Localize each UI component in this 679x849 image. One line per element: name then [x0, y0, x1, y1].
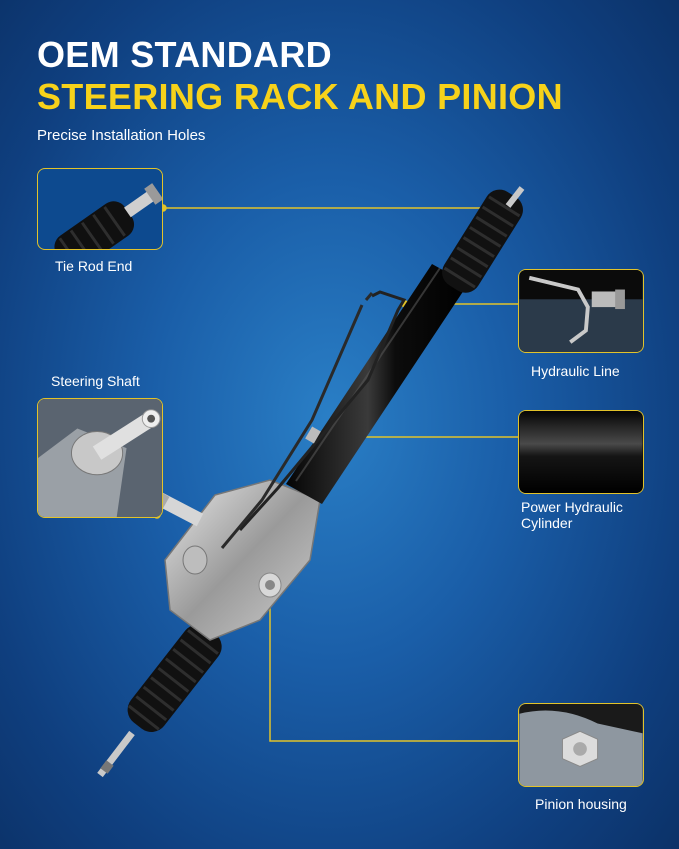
label-pinion-housing: Pinion housing [535, 796, 627, 812]
label-steering-shaft: Steering Shaft [51, 373, 140, 389]
bottom-boot [127, 624, 222, 733]
title-line-1: OEM STANDARD [37, 34, 332, 75]
pinion-housing-image [519, 704, 643, 786]
steering-shaft-inset [37, 398, 163, 518]
tie-rod-end-inset [37, 168, 163, 250]
cylinder-inset [518, 410, 644, 494]
label-cylinder: Cylinder [521, 515, 573, 531]
cylinder-image [519, 411, 643, 493]
subtitle: Precise Installation Holes [37, 127, 206, 144]
pinion-housing-inset [518, 703, 644, 787]
hydraulic-line-inset [518, 269, 644, 353]
hydraulic-line-image [519, 270, 643, 352]
label-hydraulic-line: Hydraulic Line [531, 363, 620, 379]
title-line-2: STEERING RACK AND PINION [37, 76, 563, 117]
label-power-hydraulic-cylinder: Power Hydraulic Cylinder [521, 499, 623, 531]
rack-body [97, 186, 525, 778]
steering-shaft-image [38, 399, 162, 517]
top-boot [442, 189, 523, 293]
tie-rod-end-image [54, 183, 162, 249]
label-tie-rod-end: Tie Rod End [55, 258, 133, 274]
label-power-hydraulic: Power Hydraulic [521, 499, 623, 515]
leader-pinion [269, 585, 518, 742]
